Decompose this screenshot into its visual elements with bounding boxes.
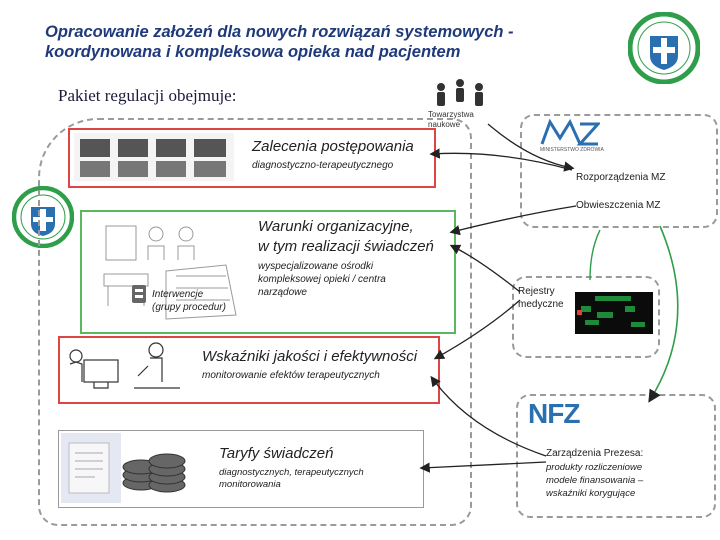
- coins-icon: [122, 453, 186, 493]
- nfz-region: [516, 394, 716, 518]
- interwencje-line1: Interwencje: [152, 289, 204, 300]
- rejestry-region: [512, 276, 660, 358]
- taryfy-title: Taryfy świadczeń: [219, 445, 334, 462]
- zalecenia-title: Zalecenia postępowania: [252, 138, 414, 155]
- pakiet-label: Pakiet regulacji obejmuje:: [58, 86, 237, 105]
- arrow-rozporzadzenia: [429, 148, 573, 171]
- agency-logo: [628, 12, 700, 84]
- arrow-mz-nfz: [648, 225, 679, 403]
- taryfy-line1: diagnostycznych, terapeutycznych: [219, 467, 364, 478]
- document-illustration: [61, 433, 121, 503]
- warunki-card: Warunki organizacyjne, w tym realizacji …: [80, 210, 456, 334]
- procedure-icon: [132, 285, 146, 303]
- mz-logo-sub: MINISTERSTWO ZDROWIA: [540, 147, 604, 153]
- arrow-obwieszczenia: [449, 205, 577, 236]
- rozporzadzenia-label: Rozporządzenia MZ: [576, 172, 666, 183]
- rejestry-line1: Rejestry: [518, 286, 555, 297]
- registry-screen: [575, 292, 653, 334]
- mz-logo: [540, 118, 600, 146]
- nfz-desc-2: modele finansowania –: [546, 475, 644, 486]
- warunki-title-2: w tym realizacji świadczeń: [258, 238, 434, 255]
- warunki-desc: wyspecjalizowane ośrodki kompleksowej op…: [258, 261, 386, 298]
- arrow-nfz-taryfy: [419, 461, 547, 473]
- wskazniki-card: Wskaźniki jakości i efektywności monitor…: [58, 336, 440, 404]
- agency-logo-left: [12, 186, 74, 248]
- taryfy-line2: monitorowania: [219, 479, 281, 490]
- zalecenia-card: Zalecenia postępowania diagnostyczno-ter…: [68, 128, 436, 188]
- mz-region: [520, 114, 718, 228]
- people-icon: [437, 79, 483, 106]
- taryfy-card: Taryfy świadczeń diagnostycznych, terape…: [58, 430, 424, 508]
- monitoring-illustration: [69, 342, 180, 389]
- arrow-mz-rejestry: [589, 229, 601, 281]
- wskazniki-subtitle: monitorowanie efektów terapeutycznych: [202, 370, 380, 381]
- obwieszczenia-label: Obwieszczenia MZ: [576, 200, 661, 211]
- arrow-towarzystwa-mz: [487, 123, 575, 172]
- interwencje-line2: (grupy procedur): [152, 302, 226, 313]
- arrow-nfz-wskazniki: [430, 375, 547, 457]
- wskazniki-title: Wskaźniki jakości i efektywności: [202, 348, 418, 365]
- zalecenia-subtitle: diagnostyczno-terapeutycznego: [252, 160, 394, 171]
- nfz-logo: NFZ: [528, 398, 580, 429]
- arrow-rejestry-warunki: [449, 244, 521, 293]
- pakiet-region: [38, 118, 472, 526]
- nfz-desc-3: wskaźniki korygujące: [546, 488, 636, 499]
- arrow-rejestry-wskazniki: [433, 299, 521, 360]
- warunki-title-1: Warunki organizacyjne,: [258, 218, 414, 235]
- pictogram-icons: [74, 133, 234, 181]
- nfz-desc-1: produkty rozliczeniowe: [546, 462, 643, 473]
- rejestry-line2: medyczne: [518, 299, 564, 310]
- zarzadzenia-label: Zarządzenia Prezesa:: [546, 448, 644, 459]
- page-title: Opracowanie założeń dla nowych rozwiązań…: [45, 23, 514, 61]
